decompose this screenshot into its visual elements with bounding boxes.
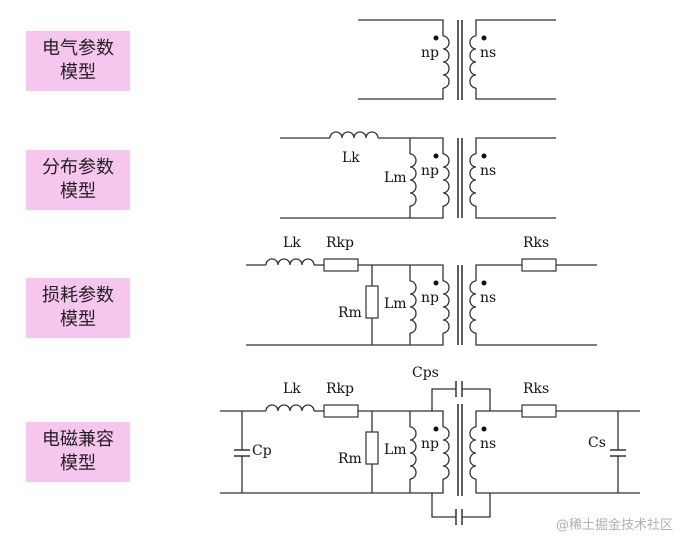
resistor-rks — [521, 258, 557, 272]
rm-label: Rm — [338, 305, 362, 321]
np-label: np — [421, 290, 439, 306]
secondary-bottom-wire — [475, 206, 556, 219]
label-line-2: 模型 — [60, 181, 96, 202]
lm-label: Lm — [384, 442, 407, 458]
lm-label: Lm — [384, 296, 407, 312]
ns-label: ns — [480, 436, 496, 452]
cps-bottom-right-wire — [462, 493, 491, 518]
primary-winding — [442, 280, 450, 334]
label-emc-model: 电磁兼容 模型 — [26, 422, 130, 482]
circuit-loss-model: Lk Rkp Rks Rm Lm np ns — [246, 235, 597, 346]
cps-top-right-wire — [462, 388, 491, 411]
ns-label: ns — [480, 163, 496, 179]
primary-polarity-dot — [433, 153, 439, 159]
label-distributed-parameter-model: 分布参数 模型 — [26, 150, 130, 210]
label-electrical-parameter-model: 电气参数 模型 — [26, 31, 130, 91]
secondary-winding — [469, 153, 477, 207]
ns-label: ns — [480, 290, 496, 306]
cps-bottom-left-wire — [431, 493, 456, 518]
rm-label: Rm — [338, 451, 362, 467]
secondary-top-wire — [475, 137, 556, 154]
primary-bottom-wire — [358, 88, 444, 100]
secondary-bottom-wire — [475, 88, 556, 100]
label-line-2: 模型 — [60, 453, 96, 474]
label-loss-parameter-model: 损耗参数 模型 — [26, 278, 130, 338]
label-line-2: 模型 — [60, 62, 96, 83]
primary-top-wire — [358, 19, 444, 36]
magnetizing-inductor-lm — [409, 280, 417, 334]
watermark-text: @稀土掘金技术社区 — [555, 518, 673, 533]
primary-top-wire — [358, 264, 444, 281]
primary-top-wire — [358, 410, 444, 427]
np-label: np — [421, 45, 439, 61]
secondary-bottom-wire — [475, 333, 597, 346]
secondary-winding — [469, 280, 477, 334]
label-line-1: 损耗参数 — [42, 285, 114, 306]
secondary-polarity-dot — [481, 426, 487, 432]
resistor-rkp — [323, 258, 359, 272]
resistor-rm — [365, 285, 379, 319]
leakage-inductor-lk — [265, 404, 315, 412]
circuit-emc-model: Cps Lk Rkp Rks Cp Cs Rm Lm np ns — [220, 365, 640, 525]
label-line-1: 电气参数 — [42, 38, 114, 59]
leakage-inductor-lk — [329, 131, 379, 139]
secondary-polarity-dot — [481, 35, 487, 41]
cps-top-left-wire — [431, 388, 456, 411]
primary-polarity-dot — [433, 426, 439, 432]
cps-label: Cps — [412, 365, 439, 381]
lk-label: Lk — [283, 235, 301, 251]
primary-bottom-wire — [280, 206, 444, 219]
primary-bottom-wire — [246, 333, 444, 346]
np-label: np — [421, 436, 439, 452]
ns-label: ns — [480, 45, 496, 61]
secondary-top-wire — [475, 264, 522, 281]
label-line-2: 模型 — [60, 309, 96, 330]
primary-winding — [442, 426, 450, 480]
primary-winding — [442, 35, 450, 89]
secondary-polarity-dot — [481, 153, 487, 159]
lk-label: Lk — [283, 381, 301, 397]
circuit-electrical-model: np ns — [358, 19, 556, 100]
secondary-top-wire — [475, 19, 556, 36]
secondary-winding — [469, 426, 477, 480]
resistor-rm — [365, 431, 379, 465]
primary-polarity-dot — [433, 35, 439, 41]
rks-label: Rks — [523, 381, 549, 397]
resistor-rks — [521, 404, 557, 418]
magnetizing-inductor-lm — [409, 426, 417, 480]
secondary-polarity-dot — [481, 280, 487, 286]
cs-label: Cs — [588, 435, 606, 451]
lm-label: Lm — [384, 170, 407, 186]
primary-polarity-dot — [433, 280, 439, 286]
label-line-1: 分布参数 — [42, 157, 114, 178]
rkp-label: Rkp — [326, 381, 354, 397]
rkp-label: Rkp — [326, 235, 354, 251]
primary-winding — [442, 153, 450, 207]
secondary-bottom-wire — [475, 479, 640, 494]
leakage-inductor-lk — [265, 258, 315, 266]
secondary-winding — [469, 35, 477, 89]
np-label: np — [421, 163, 439, 179]
primary-bottom-wire — [220, 479, 444, 494]
primary-top-wire — [378, 137, 444, 154]
secondary-top-wire — [475, 410, 522, 427]
lk-label: Lk — [342, 150, 360, 166]
circuit-distributed-model: Lk Lm np ns — [280, 131, 556, 219]
resistor-rkp — [323, 404, 359, 418]
magnetizing-inductor-lm — [409, 153, 417, 207]
cp-label: Cp — [252, 443, 272, 459]
rks-label: Rks — [523, 235, 549, 251]
label-line-1: 电磁兼容 — [42, 429, 114, 450]
